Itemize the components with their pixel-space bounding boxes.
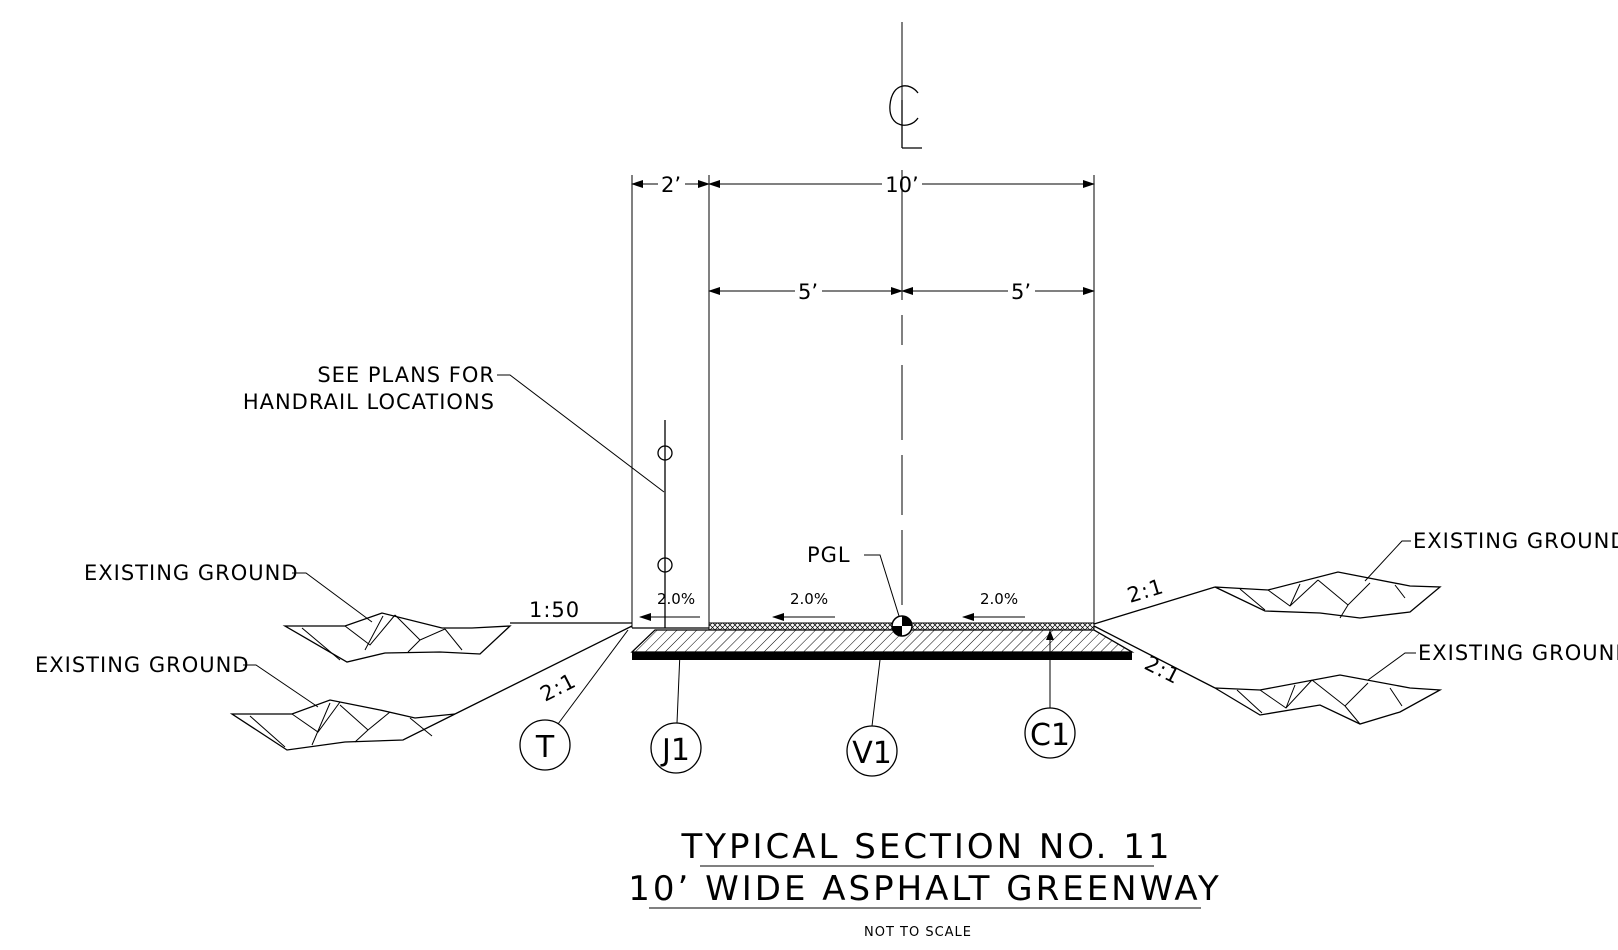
slope-left-flat: 1:50	[529, 598, 580, 622]
ground-label-left-upper: EXISTING GROUND	[84, 561, 299, 585]
dimension-5ft-right: 5’	[1011, 280, 1031, 304]
dimension-2ft: 2’	[661, 173, 681, 197]
ground-label-right-upper: EXISTING GROUND	[1413, 529, 1618, 553]
callout-j1-label: J1	[660, 733, 690, 768]
cross-slope-right: 2.0%	[980, 590, 1018, 608]
callout-v1	[846, 659, 898, 777]
ground-leader-left-lower	[243, 664, 319, 708]
ground-label-left-lower: EXISTING GROUND	[35, 653, 250, 677]
cross-slope-left: 2.0%	[790, 590, 828, 608]
pgl-leader	[864, 554, 900, 617]
dimension-lines	[631, 175, 1095, 628]
scale-note: NOT TO SCALE	[864, 925, 972, 940]
pavement-section	[630, 622, 1135, 660]
dimension-5ft-left: 5’	[798, 280, 818, 304]
section-subtitle: 10’ WIDE ASPHALT GREENWAY	[628, 869, 1222, 909]
handrail-icon	[657, 420, 673, 628]
section-title: TYPICAL SECTION NO. 11	[680, 827, 1172, 867]
centerline-symbol-icon	[889, 85, 922, 149]
callout-v1-label: V1	[852, 736, 892, 771]
slope-left-side: 2:1	[536, 668, 580, 706]
ground-label-right-lower: EXISTING GROUND	[1418, 641, 1618, 665]
cross-slope-shoulder: 2.0%	[657, 590, 695, 608]
handrail-leader	[497, 374, 665, 493]
callout-t-label: T	[535, 730, 555, 765]
callout-c1	[1024, 630, 1076, 759]
handrail-note-line1: SEE PLANS FOR	[317, 363, 495, 387]
left-ground	[229, 612, 633, 751]
callout-c1-label: C1	[1030, 718, 1070, 753]
centerline	[889, 22, 922, 605]
ground-leader-right-upper	[1364, 540, 1411, 582]
slope-right-lower: 2:1	[1141, 651, 1185, 689]
handrail-note-line2: HANDRAIL LOCATIONS	[243, 390, 495, 414]
pgl-label: PGL	[807, 543, 851, 567]
slope-right-upper: 2:1	[1124, 574, 1166, 608]
ground-leader-right-lower	[1367, 652, 1416, 681]
callout-j1	[650, 651, 702, 774]
dimension-10ft: 10’	[885, 173, 918, 197]
callout-t	[519, 629, 629, 771]
right-ground	[1093, 571, 1443, 725]
ground-leader-left-upper	[292, 572, 373, 623]
pgl-point-icon	[891, 615, 913, 637]
